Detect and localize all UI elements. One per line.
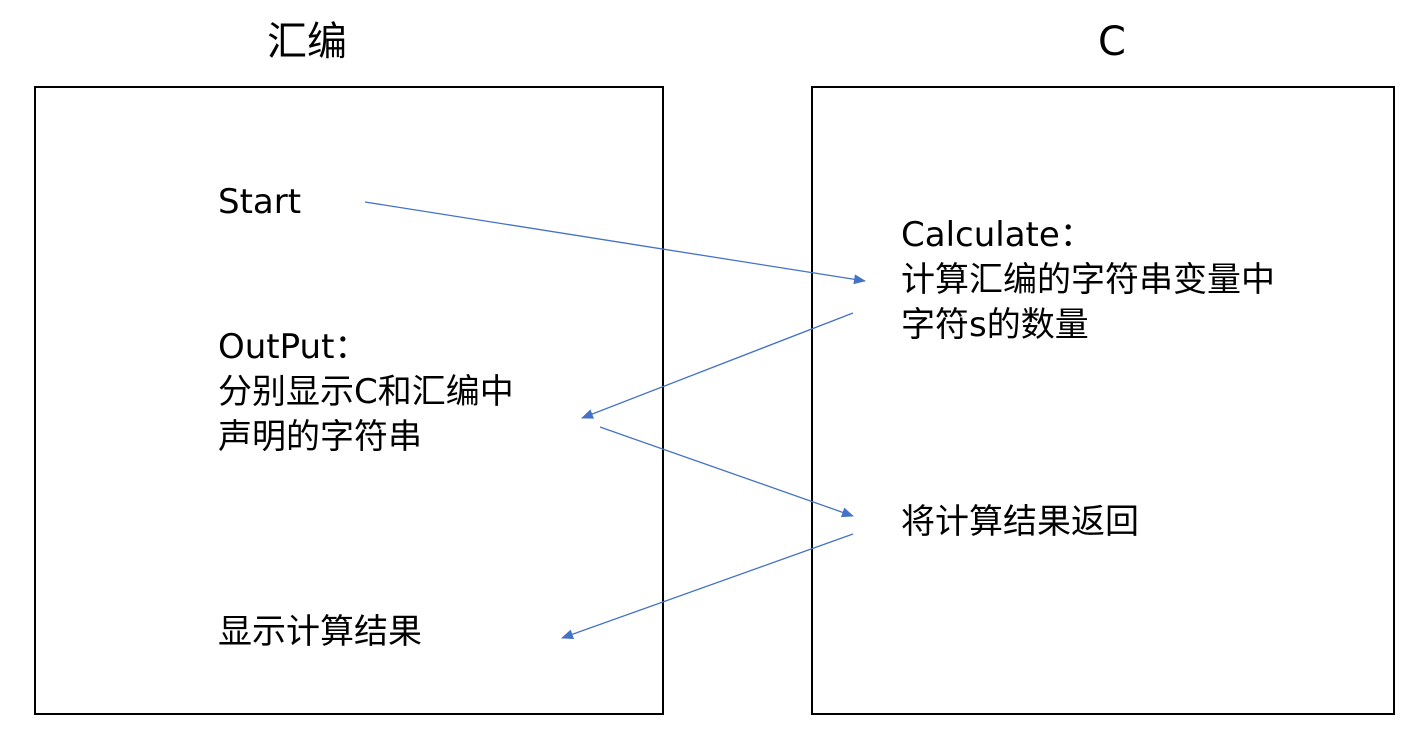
calculate-node: Calculate： 计算汇编的字符串变量中 字符s的数量 [901,213,1275,348]
output-label-line1: OutPut： [218,327,369,367]
output-node: OutPut： 分别显示C和汇编中 声明的字符串 [218,325,514,460]
output-label-line2: 分别显示C和汇编中 [218,372,514,412]
calculate-label-line3: 字符s的数量 [901,305,1089,345]
start-label: Start [218,182,302,222]
c-box [811,86,1395,715]
output-label-line3: 声明的字符串 [218,417,422,457]
return-result-node: 将计算结果返回 [901,500,1139,545]
start-node: Start [218,180,301,225]
title-c: C [1098,19,1126,65]
calculate-label-line1: Calculate： [901,215,1094,255]
show-result-node: 显示计算结果 [218,610,422,655]
show-result-label: 显示计算结果 [218,612,422,652]
title-assembly: 汇编 [267,19,347,65]
return-result-label: 将计算结果返回 [901,502,1139,542]
calculate-label-line2: 计算汇编的字符串变量中 [901,260,1275,300]
